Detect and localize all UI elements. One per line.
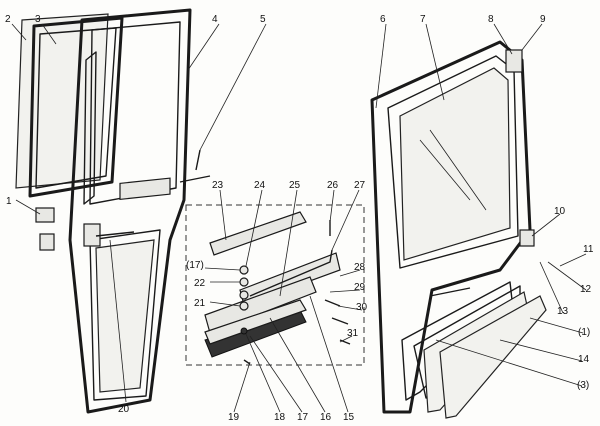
callout-6: 6 — [380, 14, 386, 25]
callout-18: 18 — [274, 412, 286, 423]
callout-14: 14 — [578, 354, 590, 365]
left-door-hinge-and-handle — [35, 149, 211, 251]
lock-assembly-box — [185, 204, 365, 366]
leader-lines — [11, 23, 587, 413]
lock-assembly-parts — [204, 211, 351, 365]
callout-21: 21 — [194, 298, 206, 309]
callout-12: 12 — [580, 284, 592, 295]
callout-11: 11 — [583, 244, 594, 255]
left-door-frame — [68, 8, 192, 414]
callout-1: 1 — [6, 196, 12, 207]
callout-10: 10 — [554, 206, 566, 217]
callout-20: 20 — [118, 404, 130, 415]
callout-24: 24 — [254, 180, 266, 191]
callout-4: 4 — [212, 14, 218, 25]
callout-31: 31 — [347, 328, 359, 339]
callout-23: 23 — [212, 180, 224, 191]
callout-8: 8 — [488, 14, 494, 25]
right-door-lower-glass — [401, 281, 547, 419]
callout-30: 30 — [356, 302, 368, 313]
callout-15: 15 — [343, 412, 355, 423]
callout-19: 19 — [228, 412, 240, 423]
callout-22: 22 — [194, 278, 206, 289]
callout-28: 28 — [354, 262, 366, 273]
callout-13: 13 — [557, 306, 569, 317]
callout-3: 3 — [35, 14, 41, 25]
callout-labels: 1 2 3 4 5 6 7 8 9 10 11 12 13 (1) 14 (3)… — [5, 14, 594, 423]
callout-27: 27 — [354, 180, 366, 191]
left-door-window-glass — [15, 13, 124, 198]
callout-16: 16 — [320, 412, 332, 423]
callout-29: 29 — [354, 282, 366, 293]
callout-17-paren: (17) — [186, 260, 204, 271]
callout-2: 2 — [5, 14, 11, 25]
callout-7: 7 — [420, 14, 426, 25]
callout-9: 9 — [540, 14, 546, 25]
callout-5: 5 — [260, 14, 266, 25]
callout-25: 25 — [289, 180, 301, 191]
callout-26: 26 — [327, 180, 339, 191]
right-door-frame — [370, 40, 535, 414]
callout-3-paren: (3) — [577, 380, 589, 391]
callout-1-paren: (1) — [578, 327, 590, 338]
callout-17: 17 — [297, 412, 309, 423]
